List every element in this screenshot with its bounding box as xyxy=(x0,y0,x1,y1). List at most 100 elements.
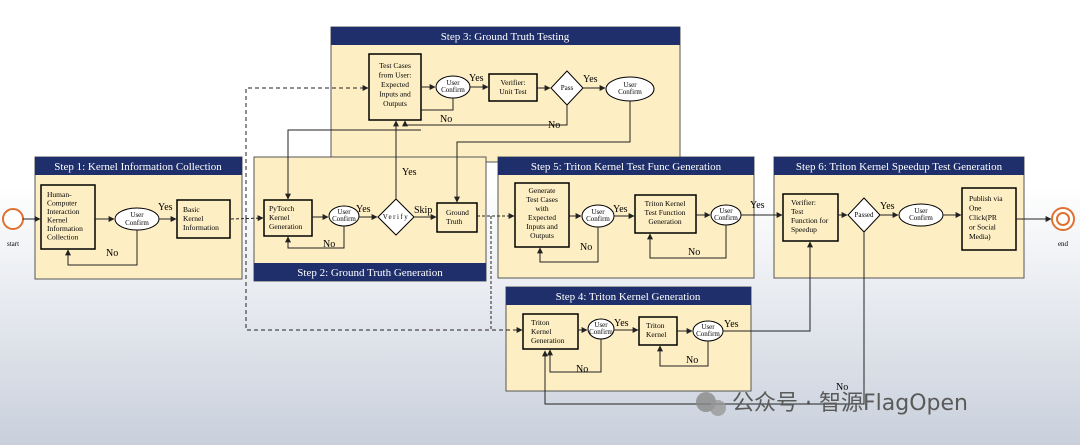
text-line: Confirm xyxy=(332,215,356,223)
text-line: Verifier: xyxy=(501,78,526,87)
text-line: Kernel xyxy=(531,327,551,336)
text-line: Confirm xyxy=(441,86,465,94)
label-no-uc2: No xyxy=(323,239,335,250)
text-line: Information xyxy=(47,224,83,233)
label-yes-uc1: Yes xyxy=(158,202,173,213)
text-line: Generation xyxy=(531,336,565,345)
step6-panel: Step 6: Triton Kernel Speedup Test Gener… xyxy=(773,156,1025,279)
node-passed-text: Passed xyxy=(854,211,874,219)
text-line: User xyxy=(337,208,351,216)
text-line: Unit Test xyxy=(499,87,527,96)
text-line: Test Cases xyxy=(379,61,411,70)
text-line: User xyxy=(130,211,144,219)
node-pass-text: Pass xyxy=(561,84,574,92)
label-yes-uc5b: Yes xyxy=(750,200,765,211)
label-yes-uc5: Yes xyxy=(613,204,628,215)
start-label: start xyxy=(7,240,19,248)
edges xyxy=(23,84,1052,405)
text-line: Verifier: xyxy=(791,198,816,207)
label-yes-uc4b: Yes xyxy=(724,319,739,330)
node-verify-text: Verify xyxy=(383,213,410,221)
step3-title: Step 3: Ground Truth Testing xyxy=(441,31,570,43)
text-line: Confirm xyxy=(696,330,720,338)
text-line: Test Cases xyxy=(526,195,558,204)
label-yes-verify: Yes xyxy=(402,167,417,178)
label-no-uc5b: No xyxy=(688,247,700,258)
label-yes-uc3: Yes xyxy=(469,73,484,84)
text-line: Confirm xyxy=(618,88,642,96)
text-line: Test xyxy=(791,207,804,216)
text-line: User xyxy=(446,79,460,87)
text-line: Triton xyxy=(531,318,550,327)
step6-title: Step 6: Triton Kernel Speedup Test Gener… xyxy=(796,161,1003,173)
text-line: Generate xyxy=(528,186,556,195)
text-line: Generation xyxy=(648,217,682,226)
label-yes-uc4: Yes xyxy=(614,318,629,329)
text-line: Confirm xyxy=(589,328,613,336)
text-line: Computer xyxy=(47,199,77,208)
text-line: Confirm xyxy=(125,219,149,227)
text-line: Kernel xyxy=(47,216,67,225)
text-line: Test Function xyxy=(645,208,686,217)
text-line: Triton xyxy=(646,321,665,330)
end-label: end xyxy=(1058,240,1069,248)
text-line: Truth xyxy=(446,217,463,226)
text-line: Interaction xyxy=(47,207,80,216)
text-line: Speedup xyxy=(791,225,817,234)
text-line: Triton Kernel xyxy=(645,199,686,208)
text-line: Outputs xyxy=(383,99,407,108)
step4-title: Step 4: Triton Kernel Generation xyxy=(556,291,701,303)
text-line: Inputs and xyxy=(379,90,411,99)
text-line: Inputs and xyxy=(526,222,558,231)
text-line: Publish via xyxy=(969,194,1003,203)
text-line: Human- xyxy=(47,190,72,199)
label-no-uc1: No xyxy=(106,248,118,259)
node-unit: Verifier:Unit Test xyxy=(488,73,538,102)
label-no-pass: No xyxy=(548,120,560,131)
text-line: User xyxy=(594,321,608,329)
label-no-uc4: No xyxy=(576,364,588,375)
text-line: PyTorch xyxy=(269,204,295,213)
text-line: Click(PR xyxy=(969,213,997,222)
text-line: Confirm xyxy=(909,214,933,222)
label-yes-uc2: Yes xyxy=(356,204,371,215)
label-no-uc3: No xyxy=(440,114,452,125)
label-yes-pass: Yes xyxy=(583,74,598,85)
text-line: Expected xyxy=(528,213,556,222)
text-line: Collection xyxy=(47,233,78,242)
node-unit-text: Verifier:Unit Test xyxy=(499,78,527,96)
label-yes-passed: Yes xyxy=(880,201,895,212)
text-line: or Social xyxy=(969,223,996,232)
text-line: User xyxy=(719,207,733,215)
